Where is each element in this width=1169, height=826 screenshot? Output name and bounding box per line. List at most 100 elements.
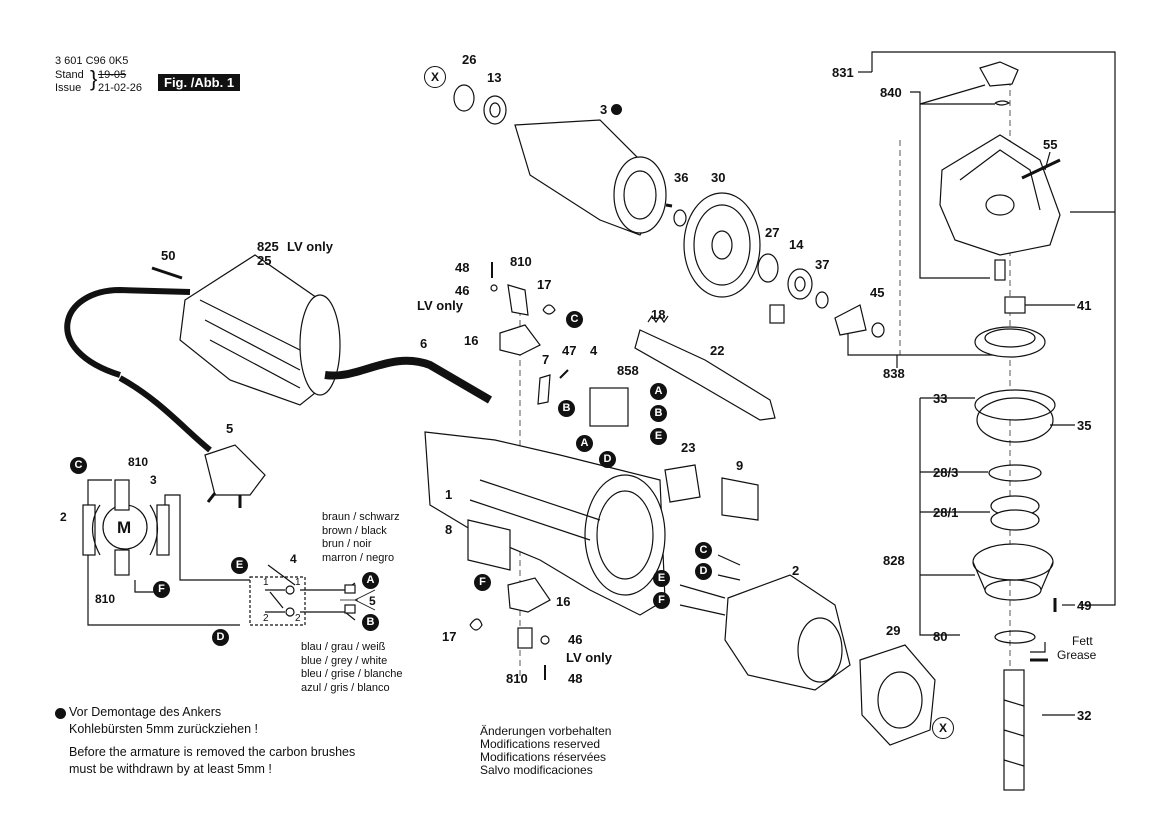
marker-b-mid: B [558,400,575,417]
marker-c-top: C [566,311,583,328]
part-55: 55 [1043,137,1058,152]
wire-colors-blue: blau / grau / weiß blue / grey / white b… [301,641,403,695]
marker-d-mid: D [599,451,616,468]
part-810-bottom: 810 [506,671,528,686]
bracket-831 [871,51,1116,606]
part-9: 9 [736,458,744,473]
part-810-top: 810 [510,254,532,269]
part-17-bottom: 17 [442,629,457,644]
wire-color-de: braun / schwarz [322,511,400,523]
lv-only-bottom: LV only [566,650,612,665]
part-45: 45 [870,285,885,300]
wire-colors-brown: braun / schwarz brown / black brun / noi… [322,511,400,565]
marker-a-wiring: A [362,572,379,589]
marker-b-switch: B [650,405,667,422]
part-49: 49 [1077,598,1092,613]
note-dot-icon [611,104,622,115]
wire-color2-es: azul / gris / blanco [301,681,390,694]
mod-es: Salvo modificaciones [480,763,593,777]
part-37: 37 [815,257,830,272]
part-838: 838 [883,366,905,381]
mod-fr: Modifications réservées [480,750,607,764]
part-46-bottom: 46 [568,632,583,647]
modifications-note: Änderungen vorbehalten Modifications res… [480,725,611,777]
part-3: 3 [600,102,608,117]
part-48-bottom: 48 [568,671,583,686]
guard [859,644,936,746]
part-16-bottom: 16 [556,594,571,609]
note-bullet-icon [55,708,66,719]
brace-glyph: } [90,66,98,91]
part-2: 2 [792,563,800,578]
part-858: 858 [617,363,639,378]
spindle [1003,669,1025,791]
part-33: 33 [933,391,948,406]
leader-840-a [919,84,986,105]
note-de-line1: Vor Demontage des Ankers [69,705,222,719]
bracket-840 [910,91,990,279]
mod-en: Modifications reserved [480,737,601,751]
part-831: 831 [832,65,854,80]
switch-terminal-1b: 1 [295,577,301,588]
marker-f-wiring: F [153,581,170,598]
wiring-810-bottom: 810 [95,592,116,606]
part-16-top: 16 [464,333,479,348]
marker-e-stator: E [653,570,670,587]
marker-c-stator: C [695,542,712,559]
wire-color-fr: brun / noir [322,538,372,550]
part-22: 22 [710,343,725,358]
issue-label: Issue [55,82,82,94]
power-cord [64,286,191,378]
part-7: 7 [542,352,550,367]
part-41: 41 [1077,298,1092,313]
part-32: 32 [1077,708,1092,723]
part-825: 825 [257,239,279,254]
grease-de: Fett [1072,634,1093,648]
wire-color2-en: blue / grey / white [301,654,388,667]
bracket-838 [847,330,1000,356]
part-840: 840 [880,85,902,100]
stand-label: Stand [55,69,84,81]
old-date: 19-05 [98,69,127,81]
marker-d-wiring: D [212,629,229,646]
part-80: 80 [933,629,948,644]
part-47: 47 [562,343,577,358]
part-6: 6 [420,336,428,351]
part-30: 30 [711,170,726,185]
part-26: 26 [462,52,477,67]
switch-terminal-1a: 1 [263,577,269,588]
marker-x-guard: X [932,717,954,739]
part-828: 828 [883,553,905,568]
wire-color-en: brown / black [322,524,387,537]
bevel-gear [974,326,1046,358]
part-17-top: 17 [537,277,552,292]
wire-color2-fr: bleu / grise / blanche [301,668,403,680]
switch-terminal-2b: 2 [295,613,301,624]
marker-d-stator: D [695,563,712,580]
figure-label: Fig. /Abb. 1 [158,74,241,91]
lv-only-top: LV only [417,298,463,313]
wiring-810-top: 810 [128,455,149,469]
marker-a-switch: A [650,383,667,400]
stator [724,574,851,691]
wiring-4: 4 [290,552,297,566]
note-en-line1: Before the armature is removed the carbo… [69,745,356,759]
note-de-line2: Kohlebürsten 5mm zurückziehen ! [69,722,258,736]
marker-a-mid: A [576,435,593,452]
part-28-3: 28/3 [933,465,959,480]
note-en-line2: must be withdrawn by at least 5mm ! [69,762,272,776]
bracket-33-828 [919,398,960,636]
marker-c-wiring: C [70,457,87,474]
marker-b-wiring: B [362,614,379,631]
marker-e-wiring: E [231,557,248,574]
lv-only-825: LV only [287,239,333,254]
part-23: 23 [681,440,696,455]
marker-x-top: X [424,66,446,88]
clip [979,61,1019,87]
part-5: 5 [226,421,234,436]
fan-disk [683,192,761,298]
plug [204,444,266,496]
motor-cap [179,254,326,406]
part-29: 29 [886,623,901,638]
